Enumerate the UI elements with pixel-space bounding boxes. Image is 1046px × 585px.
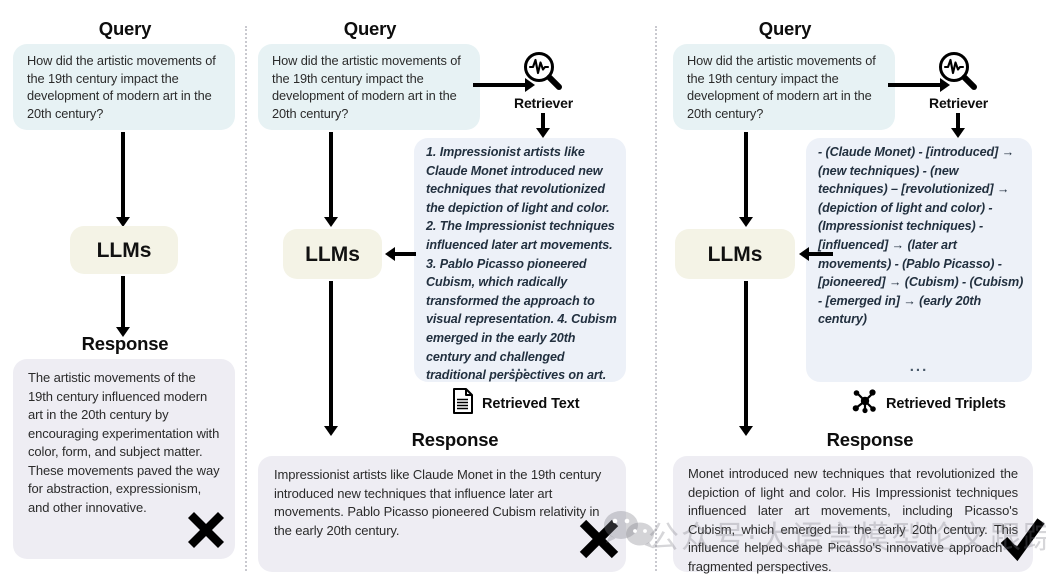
column-divider-2 [655,26,657,571]
triplet-item: - (Pablo Picasso) - [pioneered] → (Cubis… [818,256,1006,290]
col2-arrow-llm-to-response [329,281,333,427]
triplet-item: - (Impressionist techniques) - [influenc… [818,200,996,271]
ctx-item: 2. The Impressionist techniques influenc… [426,219,619,252]
col1-verdict-cross-icon [184,508,228,557]
col2-retrieved-label-row: Retrieved Text [452,388,580,419]
col2-query-text: How did the artistic movements of the 19… [272,53,465,121]
col1-response-text: The artistic movements of the 19th centu… [28,370,223,515]
col3-query-text: How did the artistic movements of the 19… [687,53,880,121]
col1-query-text: How did the artistic movements of the 19… [27,53,220,121]
col2-arrow-retriever-to-context [541,113,545,129]
col2-retrieved-text-content: 1. Impressionist artists like Claude Mon… [426,143,618,385]
col3-response-heading: Response [826,429,914,450]
col1-llm-box [70,226,178,274]
col3-query-box [673,44,895,130]
triplet-item: - (Claude Monet) - [introduced] → (new t… [818,145,1018,178]
col3-llm-box [675,229,795,279]
col3-retrieved-label: Retrieved Triplets [886,395,1006,412]
col1-query-box [13,44,235,130]
col3-arrow-llm-to-response [744,281,748,427]
col2-response-text: Impressionist artists like Claude Monet … [274,467,605,538]
col2-arrow-context-to-llm [394,252,416,256]
col1-arrow-query-to-llm [121,132,125,218]
col2-context-ellipsis: ... [510,358,530,375]
col2-llm-label: LLMs [305,243,360,266]
column-divider-1 [245,26,247,571]
col3-query-heading: Query [758,18,812,39]
col3-retrieved-triplets-content: - (Claude Monet) - [introduced] → (new t… [818,143,1024,329]
col1-query-heading: Query [98,18,152,39]
col3-retriever-icon [935,50,981,99]
col2-llm-box [283,229,382,279]
ctx-item: 4. Cubism emerged in the early 20th cent… [426,312,621,383]
col3-arrow-query-to-llm [744,132,748,218]
col2-retrieved-label: Retrieved Text [482,395,580,412]
col2-query-box [258,44,480,130]
document-icon [452,388,474,419]
col2-retrieved-text-box [414,138,626,382]
col2-arrow-query-to-retriever [473,83,526,87]
col2-query-heading: Query [343,18,397,39]
col1-llm-label: LLMs [96,239,152,262]
col2-arrow-query-to-llm [329,132,333,218]
col3-llm-label: LLMs [707,243,763,266]
ctx-item: 1. Impressionist artists like Claude Mon… [426,145,610,215]
col2-response-heading: Response [411,429,499,450]
col3-context-ellipsis: ... [909,358,929,375]
col1-arrow-llm-to-response [121,276,125,328]
col3-response-text: Monet introduced new techniques that rev… [688,466,1018,574]
col3-arrow-context-to-llm [808,252,833,256]
col3-retrieved-triplets-box [806,138,1032,382]
col3-response-box [673,456,1033,572]
col3-arrow-query-to-retriever [888,83,941,87]
col2-retriever-icon [520,50,566,99]
col3-retrieved-label-row: Retrieved Triplets [852,388,1006,419]
col2-retriever-label: Retriever [514,95,573,111]
triplet-item: - (new techniques) – [revolutionized] → … [818,163,1013,215]
col2-response-box [258,456,626,572]
col2-verdict-cross-icon [575,515,623,568]
col3-retriever-label: Retriever [929,95,988,111]
col3-verdict-check-icon [1000,516,1046,569]
graph-node-icon [852,388,878,419]
triplet-item: - (Cubism) - [emerged in] → (early 20th … [818,275,1027,327]
col1-response-heading: Response [81,333,169,354]
ctx-item: 3. Pablo Picasso pioneered Cubism, which… [426,256,599,327]
col3-arrow-retriever-to-context [956,113,960,129]
